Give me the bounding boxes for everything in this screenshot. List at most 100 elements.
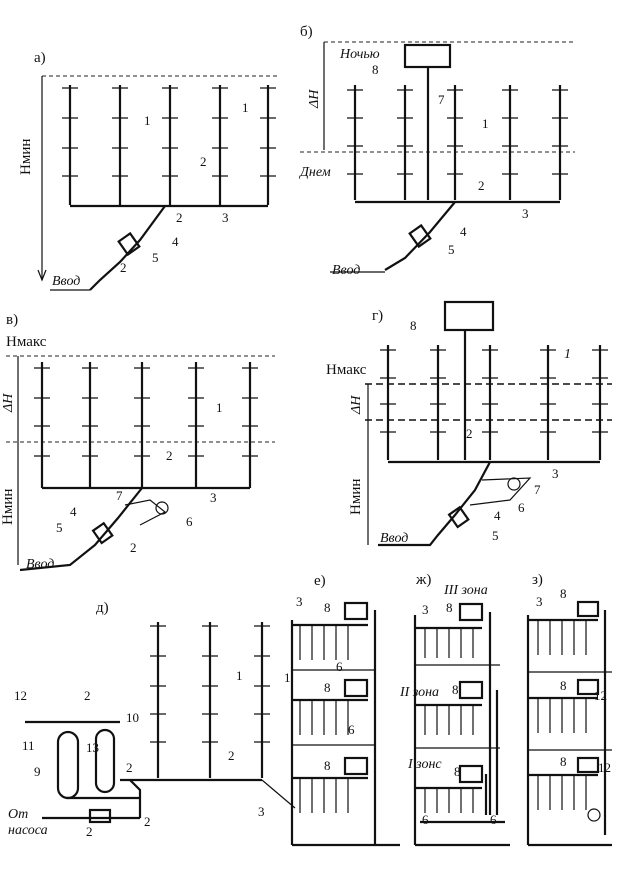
ref-8: 8 <box>560 754 567 769</box>
ref-3: 3 <box>210 490 217 505</box>
ref-5: 5 <box>56 520 63 535</box>
ref-2: 2 <box>120 260 127 275</box>
scheme-a: а) Hмин Ввод 1 1 2 2 3 4 5 2 <box>18 50 280 291</box>
ref-7: 7 <box>116 488 123 503</box>
bypass-pump-loop <box>469 477 532 506</box>
ref-1: 1 <box>564 347 571 362</box>
ref-8: 8 <box>560 586 567 601</box>
water-meter <box>91 521 114 545</box>
ref-1: 1 <box>482 116 489 131</box>
ref-9: 9 <box>34 764 41 779</box>
panel-label-zh: ж) <box>415 572 431 588</box>
ref-5: 5 <box>448 242 455 257</box>
booster-pump <box>587 808 601 822</box>
ref-2: 2 <box>228 748 235 763</box>
water-meter <box>447 505 470 529</box>
ref-2: 2 <box>200 154 207 169</box>
scheme-v: в) Hмакс ΔH Hмин Ввод 1 2 3 7 4 <box>0 312 275 572</box>
ref-7: 7 <box>438 92 445 107</box>
tank-zone-2 <box>458 680 484 700</box>
water-meter <box>117 231 141 257</box>
ref-5: 5 <box>152 250 159 265</box>
ref-1: 1 <box>236 668 243 683</box>
ref-1: 1 <box>284 670 291 685</box>
h-maks-label: Hмакс <box>6 334 47 350</box>
delta-h-label: ΔH <box>307 89 322 109</box>
panel-label-e: е) <box>314 573 326 589</box>
panel-label-g: г) <box>372 308 383 324</box>
vvod-label: Ввод <box>380 531 408 546</box>
pump <box>88 808 112 824</box>
ref-2: 2 <box>478 178 485 193</box>
zone-risers-zh <box>424 628 474 813</box>
arrow-head <box>37 269 47 282</box>
ref-3: 3 <box>552 466 559 481</box>
scheme-b: б) Ночью 8 ΔH Днем Ввод 7 1 2 <box>298 24 575 278</box>
ref-12: 12 <box>14 688 27 703</box>
ref-6: 6 <box>348 722 355 737</box>
ref-13: 13 <box>86 740 99 755</box>
ref-10: 10 <box>126 710 139 725</box>
ref-6: 6 <box>490 812 497 827</box>
panel-label-a: а) <box>34 50 46 66</box>
water-meter <box>408 223 432 249</box>
vvod-label: Ввод <box>52 274 80 289</box>
ref-1: 1 <box>216 400 223 415</box>
ref-8: 8 <box>454 764 461 779</box>
air-tank-10 <box>94 728 116 794</box>
ref-8: 8 <box>324 680 331 695</box>
ref-6: 6 <box>518 500 525 515</box>
scheme-zh: ж) III зона II зона I зонс 3 8 8 8 6 6 <box>399 572 510 847</box>
scheme-z: з) 3 8 8 12 8 12 <box>526 572 612 847</box>
link-pipe <box>129 779 142 818</box>
ref-4: 4 <box>70 504 77 519</box>
scheme-g: г) 8 Hмакс ΔH Hмин Ввод 1 2 <box>326 300 612 547</box>
delta-h-label: ΔH <box>349 395 364 415</box>
ref-3: 3 <box>296 594 303 609</box>
nasosa-label: насоса <box>8 823 48 838</box>
risers-b <box>353 67 562 200</box>
ref-3: 3 <box>258 804 265 819</box>
nochyu-label: Ночью <box>339 47 380 62</box>
taps-d <box>150 625 270 743</box>
ref-8: 8 <box>446 600 453 615</box>
panel-label-v: в) <box>6 312 18 328</box>
ref-7: 7 <box>534 482 541 497</box>
ref-1: 1 <box>144 113 151 128</box>
zone-1-label: I зонс <box>407 757 442 772</box>
h-maks-label: Hмакс <box>326 362 367 378</box>
tank-zone-3 <box>576 600 600 618</box>
ref-6: 6 <box>336 659 343 674</box>
booster-pump <box>155 501 169 515</box>
zone-risers-e <box>299 625 349 813</box>
inlet-pipe <box>19 487 143 572</box>
scheme-d: д) 12 2 10 11 13 9 2 1 2 3 От насоса 2 <box>8 600 296 839</box>
ref-2: 2 <box>84 688 91 703</box>
vvod-label: Ввод <box>26 557 54 572</box>
h-min-label: Hмин <box>0 489 16 525</box>
ref-2: 2 <box>466 426 473 441</box>
ref-3: 3 <box>222 210 229 225</box>
ref-8: 8 <box>560 678 567 693</box>
ref-4: 4 <box>460 224 467 239</box>
panel-label-d: д) <box>96 600 109 616</box>
ref-2: 2 <box>126 760 133 775</box>
pressure-tank-9 <box>56 730 80 800</box>
ref-11: 11 <box>22 738 35 753</box>
ref-2: 2 <box>86 824 93 839</box>
taps-b <box>347 89 568 175</box>
ref-4: 4 <box>494 508 501 523</box>
ref-8: 8 <box>372 62 379 77</box>
panel-label-z: з) <box>532 572 543 588</box>
inlet-pipe <box>378 461 491 547</box>
h-min-label: Hмин <box>348 479 364 515</box>
ref-3: 3 <box>422 602 429 617</box>
zone-risers-z <box>537 620 587 810</box>
risers-v <box>40 362 252 488</box>
ref-8: 8 <box>324 758 331 773</box>
risers-a <box>68 85 270 205</box>
tank-zone-1 <box>576 756 600 774</box>
ref-1: 1 <box>242 100 249 115</box>
ref-5: 5 <box>492 528 499 543</box>
water-tank <box>443 300 495 332</box>
